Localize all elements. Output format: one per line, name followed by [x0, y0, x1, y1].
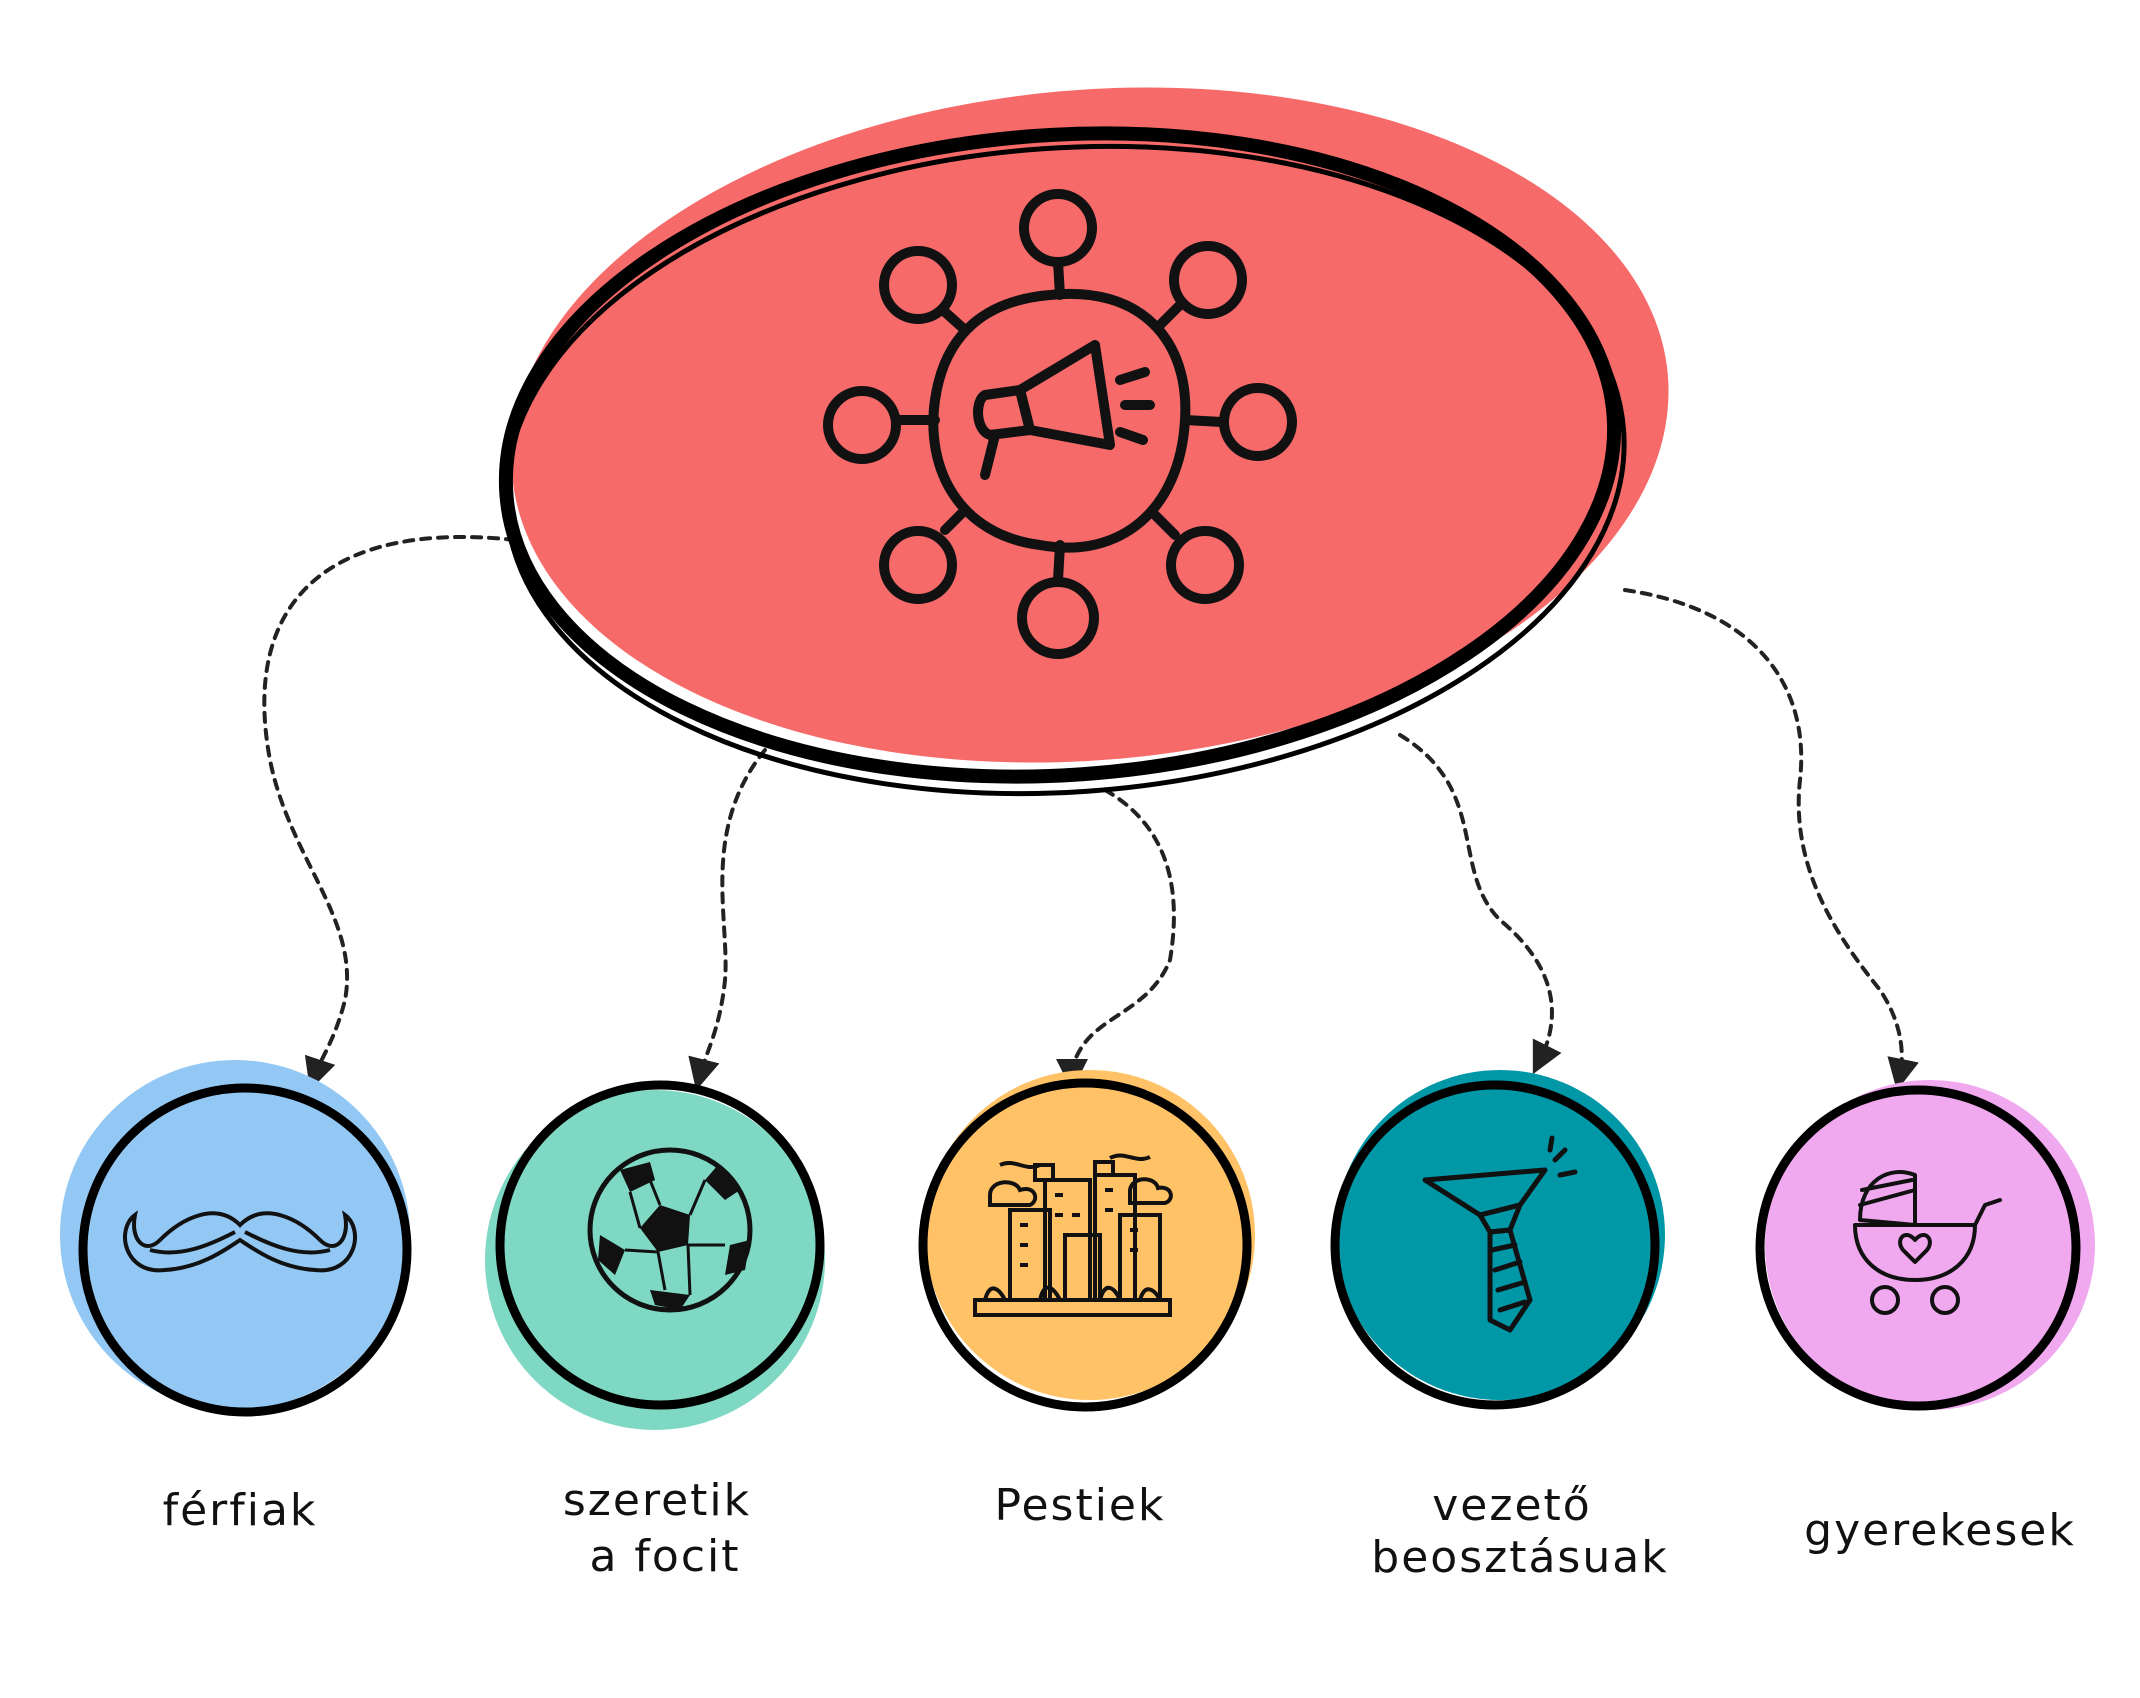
node-vezeto-fill [1335, 1070, 1665, 1400]
center-fill [511, 87, 1669, 763]
node-ferfiak [60, 1060, 412, 1417]
labels: férfiak szeretik a focit Pestiek vezető … [163, 1475, 2076, 1583]
node-vezeto-outline [1330, 1080, 1660, 1410]
label-gyerekesek: gyerekesek [1804, 1505, 2076, 1556]
city-buildings-icon [973, 1153, 1173, 1317]
center-node [498, 87, 1669, 797]
soccer-ball-icon [587, 1147, 753, 1313]
node-gyerekesek-outline [1755, 1085, 2081, 1411]
node-foci-outline [495, 1080, 825, 1410]
connector-vezeto [1398, 733, 1562, 1075]
node-foci-fill [485, 1090, 825, 1430]
connector-ferfiak [262, 535, 517, 1091]
node-foci [485, 1080, 825, 1430]
label-vezeto: vezető beosztásuak [1371, 1480, 1668, 1583]
connectors [262, 535, 1919, 1091]
node-ferfiak-outline [78, 1083, 412, 1417]
label-ferfiak: férfiak [163, 1485, 318, 1536]
node-ferfiak-fill [60, 1060, 410, 1410]
node-pestiek [918, 1070, 1255, 1412]
megaphone-network-icon [823, 189, 1297, 659]
baby-stroller-icon [1853, 1170, 2002, 1315]
node-pestiek-outline [918, 1078, 1252, 1412]
necktie-icon [1422, 1135, 1578, 1333]
connector-pestiek [1056, 788, 1176, 1091]
label-pestiek: Pestiek [995, 1480, 1166, 1531]
connector-gyerekesek [1623, 588, 1919, 1091]
mustache-icon [123, 1210, 357, 1273]
node-gyerekesek [1755, 1080, 2095, 1411]
node-vezeto [1330, 1070, 1665, 1410]
label-foci: szeretik a focit [563, 1475, 767, 1582]
connector-foci [688, 748, 767, 1091]
